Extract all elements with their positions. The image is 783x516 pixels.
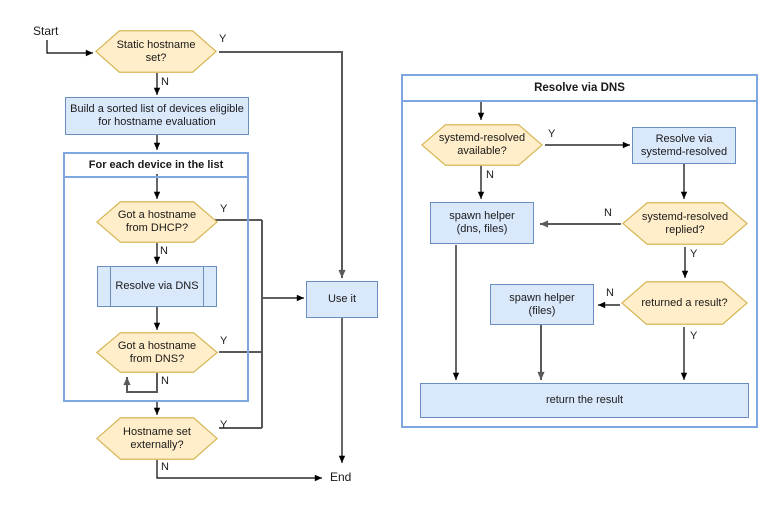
node-spawn-helper-files: spawn helper (files) <box>490 284 594 325</box>
node-resolved-available: systemd-resolved available? <box>421 124 543 166</box>
label-no: N <box>161 461 169 473</box>
label-yes: Y <box>220 203 228 215</box>
hexagon-shape <box>421 124 543 166</box>
node-label: Got a hostname from DHCP? <box>117 209 197 234</box>
node-label: Resolve via systemd-resolved <box>640 132 728 158</box>
label-yes: Y <box>690 248 698 260</box>
node-got-hostname-dhcp: Got a hostname from DHCP? <box>96 201 218 243</box>
node-label: return the result <box>545 394 624 406</box>
label-no: N <box>486 169 494 181</box>
label-yes: Y <box>220 419 228 431</box>
node-got-hostname-dns: Got a hostname from DNS? <box>96 332 218 373</box>
node-resolved-replied: systemd-resolved replied? <box>622 202 748 245</box>
hexagon-shape <box>96 417 218 460</box>
hexagon-shape <box>622 202 748 245</box>
node-static-hostname-set: Static hostname set? <box>95 30 217 73</box>
loop-container-title: For each device in the list <box>65 154 247 178</box>
label-no: N <box>161 375 169 387</box>
node-label: spawn helper (dns, files) <box>449 210 515 235</box>
arrow-externally-no-to-end <box>156 460 322 482</box>
label-yes: Y <box>690 330 698 342</box>
subprocess-bar-left <box>110 267 111 306</box>
node-build-sorted-list: Build a sorted list of devices eligible … <box>65 97 249 135</box>
label-yes: Y <box>548 128 556 140</box>
end-label: End <box>330 470 352 484</box>
arrow-start-to-static <box>46 40 93 57</box>
node-label: systemd-resolved available? <box>438 132 526 157</box>
node-label: systemd-resolved replied? <box>641 210 729 236</box>
node-use-it: Use it <box>306 281 378 318</box>
node-hostname-set-externally: Hostname set externally? <box>96 417 218 460</box>
hexagon-shape <box>621 281 748 325</box>
resolve-dns-container: Resolve via DNS <box>401 74 758 428</box>
node-label: returned a result? <box>641 296 728 309</box>
node-label: Got a hostname from DNS? <box>117 339 197 365</box>
label-no: N <box>161 76 169 88</box>
label-no: N <box>160 245 168 257</box>
label-no: N <box>604 207 612 219</box>
start-label: Start <box>33 24 59 38</box>
node-return-the-result: return the result <box>420 383 749 418</box>
node-label: Use it <box>327 293 357 305</box>
node-resolve-dns-subprocess: Resolve via DNS <box>97 266 217 307</box>
node-label: Hostname set externally? <box>123 425 191 451</box>
label-no: N <box>606 287 614 299</box>
node-resolve-via-systemd-resolved: Resolve via systemd-resolved <box>632 127 736 164</box>
label-yes: Y <box>220 335 228 347</box>
subprocess-bar-right <box>203 267 204 306</box>
node-label: Static hostname set? <box>116 38 196 64</box>
node-label: Build a sorted list of devices eligible … <box>70 103 244 128</box>
label-yes: Y <box>219 33 227 45</box>
node-spawn-helper-dns-files: spawn helper (dns, files) <box>430 202 534 244</box>
hexagon-shape <box>96 332 218 373</box>
node-label: spawn helper (files) <box>509 291 575 317</box>
hexagon-shape <box>96 201 218 243</box>
hexagon-shape <box>95 30 217 73</box>
node-returned-a-result: returned a result? <box>621 281 748 325</box>
resolve-dns-container-title: Resolve via DNS <box>403 76 756 102</box>
loop-container: For each device in the list <box>63 152 249 402</box>
node-label: Resolve via DNS <box>115 280 199 292</box>
